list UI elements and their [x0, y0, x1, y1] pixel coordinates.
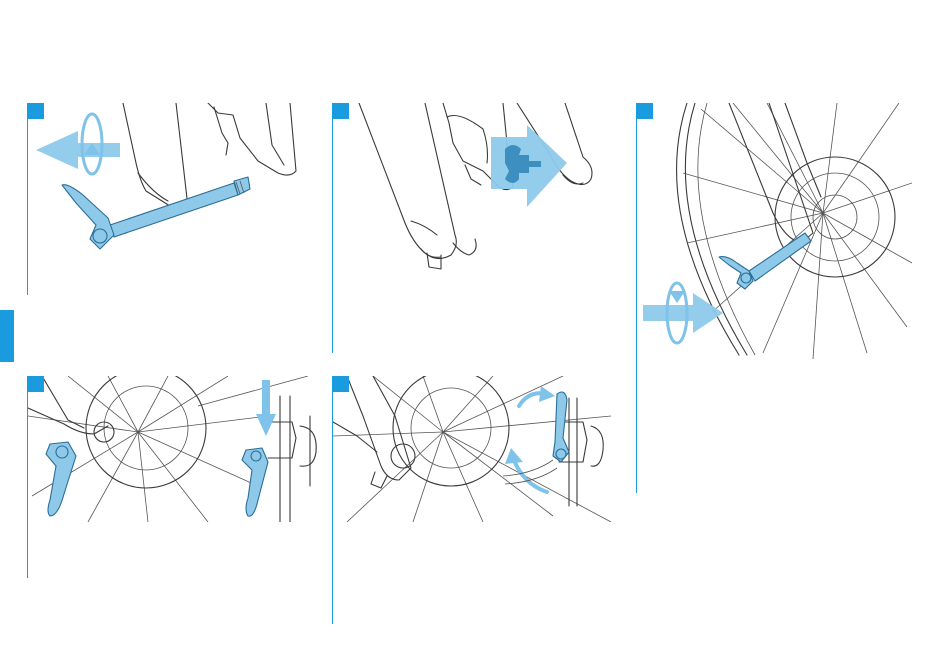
step-1-marker	[28, 103, 44, 119]
step-4-illustration	[28, 376, 330, 522]
step-5-illustration	[333, 376, 611, 522]
step-3-marker	[637, 103, 653, 119]
step-5-marker	[333, 376, 349, 392]
step-4-marker	[28, 376, 44, 392]
chapter-tab	[0, 310, 14, 362]
step-2-illustration	[333, 103, 633, 283]
step-2-marker	[333, 103, 349, 119]
step-3-illustration	[637, 103, 912, 359]
step-1-illustration	[28, 103, 330, 283]
